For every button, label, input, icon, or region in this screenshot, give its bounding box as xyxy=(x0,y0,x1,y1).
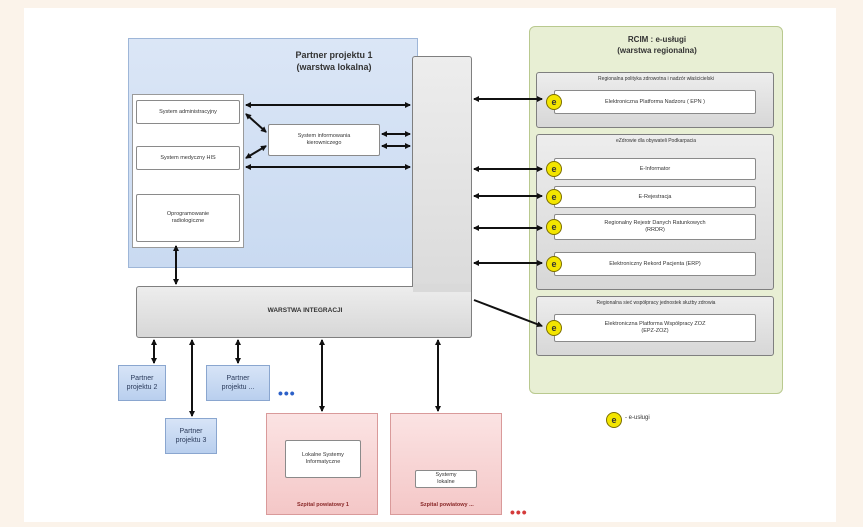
group-regional-policy-title: Regionalna polityka zdrowotna i nadzór w… xyxy=(598,76,714,82)
service-rrdr-line1: Regionalny Rejestr Danych Ratunkowych xyxy=(604,220,706,227)
system-admin-box: System administracyjny xyxy=(136,100,240,124)
partner1-title-line1: Partner projektu 1 xyxy=(295,50,373,60)
rcim-title-line1: RCIM : e-usługi xyxy=(627,35,687,44)
hospital2-systems-line2: lokalne xyxy=(437,479,455,485)
more-hospitals-dots: ••• xyxy=(510,504,528,520)
e-service-badge-icon: e xyxy=(546,320,562,336)
management-line2: kierowniczego xyxy=(306,140,342,146)
group-ehealth-title: eZdrowie dla obywateli Podkarpacia xyxy=(615,138,697,144)
management-line1: System informowania xyxy=(297,133,351,140)
e-service-badge-icon: e xyxy=(546,94,562,110)
e-service-badge-icon: e xyxy=(546,189,562,205)
radiology-line1: Oprogramowanie xyxy=(166,211,210,218)
partner1-title: Partner projektu 1 (warstwa lokalna) xyxy=(249,49,419,73)
partner2-line2: projektu 2 xyxy=(126,384,158,391)
hospital1-panel: Lokalne Systemy Informatyczne Szpital po… xyxy=(266,413,378,515)
integration-layer: WARSTWA INTEGRACJI xyxy=(136,286,472,338)
service-erp: Elektroniczny Rekord Pacjenta (ERP) xyxy=(554,252,756,276)
partner3-line2: projektu 3 xyxy=(175,437,207,444)
integration-label: WARSTWA INTEGRACJI xyxy=(267,307,343,314)
e-service-badge-icon: e xyxy=(546,219,562,235)
service-rrdr: Regionalny Rejestr Danych Ratunkowych (R… xyxy=(554,214,756,240)
arrow-medical-management xyxy=(245,145,267,159)
group-cooperation-network-title: Regionalna sieć współpracy jednostek słu… xyxy=(596,300,716,306)
more-partners-dots: ••• xyxy=(278,385,296,401)
legend-e-service-icon: e xyxy=(606,412,622,428)
service-epz-zoz: Elektroniczna Platforma Współpracy ZOZ (… xyxy=(554,314,756,342)
integration-joint xyxy=(413,284,471,292)
radiology-line2: radiologiczne xyxy=(171,218,205,224)
partner2-box: Partner projektu 2 xyxy=(118,365,166,401)
rcim-title-line2: (warstwa regionalna) xyxy=(617,45,697,55)
partner3-box: Partner projektu 3 xyxy=(165,418,217,454)
hospital2-label: Szpital powiatowy ... xyxy=(420,502,474,508)
hospital1-systems-line2: Informatyczne xyxy=(305,459,341,465)
system-admin-label: System administracyjny xyxy=(159,108,217,115)
partner1-title-line2: (warstwa lokalna) xyxy=(296,62,372,73)
service-epz-zoz-line1: Elektroniczna Platforma Współpracy ZOZ xyxy=(604,321,706,328)
arrow-admin-management xyxy=(245,113,267,133)
system-medical-label: System medyczny HIS xyxy=(160,154,216,161)
management-system-box: System informowania kierowniczego xyxy=(268,124,380,156)
hospital1-systems-box: Lokalne Systemy Informatyczne xyxy=(285,440,361,478)
diagram-canvas: Partner projektu 1 (warstwa lokalna) Sys… xyxy=(24,8,836,522)
hospital2-systems-line1: Systemy xyxy=(435,472,457,479)
rcim-title: RCIM : e-usługi (warstwa regionalna) xyxy=(530,35,784,57)
service-epn-label: Elektroniczna Platforma Nadzoru ( EPN ) xyxy=(605,98,705,105)
hospital2-panel: Systemy lokalne Szpital powiatowy ... xyxy=(390,413,502,515)
e-service-badge-icon: e xyxy=(546,256,562,272)
hospital1-label: Szpital powiatowy 1 xyxy=(297,502,349,508)
hospital1-systems-line1: Lokalne Systemy xyxy=(302,452,344,459)
connector-arrows xyxy=(151,96,543,417)
service-e-rejestracja: E-Rejestracja xyxy=(554,186,756,208)
service-epn: Elektroniczna Platforma Nadzoru ( EPN ) xyxy=(554,90,756,114)
service-epz-zoz-line2: (EPZ-ZOZ) xyxy=(641,328,669,334)
arrow-integration-epz-zoz xyxy=(473,299,543,328)
service-erp-label: Elektroniczny Rekord Pacjenta (ERP) xyxy=(609,260,701,267)
partner-n-box: Partner projektu ... xyxy=(206,365,270,401)
legend-label: - e-usługi xyxy=(625,415,650,421)
system-medical-box: System medyczny HIS xyxy=(136,146,240,170)
radiology-box: Oprogramowanie radiologiczne xyxy=(136,194,240,242)
service-e-informator-label: E-Informator xyxy=(639,165,671,172)
service-rrdr-line2: (RRDR) xyxy=(645,227,665,233)
partner3-line1: Partner xyxy=(179,427,203,435)
partner2-line1: Partner xyxy=(130,374,154,382)
partner-n-line1: Partner xyxy=(226,374,250,382)
hospital2-systems-box: Systemy lokalne xyxy=(415,470,477,488)
service-e-rejestracja-label: E-Rejestracja xyxy=(638,193,672,200)
e-service-badge-icon: e xyxy=(546,161,562,177)
partner-n-line2: projektu ... xyxy=(221,384,255,391)
